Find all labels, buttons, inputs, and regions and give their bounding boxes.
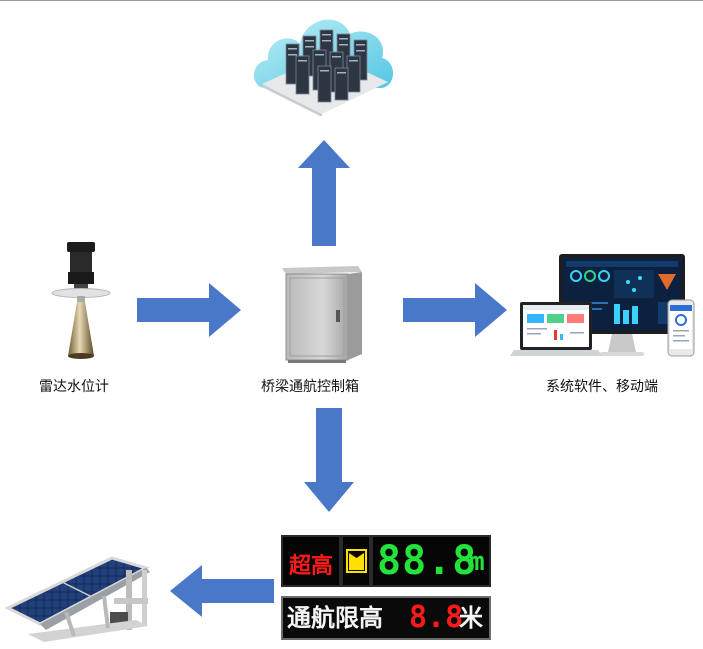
- navigation-limit-value: 8.8: [409, 600, 464, 635]
- top-border-line: [0, 0, 703, 1]
- height-readout-value: 88.8: [377, 538, 478, 584]
- height-readout-panel: 88.8 m: [371, 535, 491, 587]
- radar-gauge-label: 雷达水位计: [39, 378, 109, 394]
- arrow-right-to-software: [403, 283, 507, 337]
- arrow-left-to-solar-panel: [170, 565, 274, 617]
- arrow-down-to-display-sign: [304, 408, 354, 512]
- navigation-limit-label: 通航限高: [287, 604, 383, 632]
- height-readout-unit: m: [469, 547, 486, 577]
- arrow-up-to-cloud: [298, 140, 350, 246]
- over-height-warning-text: 超高: [288, 554, 333, 579]
- cloud-server-icon: [248, 4, 398, 116]
- water-level-indicator-panel: [341, 535, 371, 587]
- system-software-label: 系统软件、移动端: [546, 378, 658, 394]
- solar-panel-image: [4, 552, 164, 644]
- navigation-limit-unit: 米: [459, 604, 483, 632]
- control-box-cabinet-image: [280, 264, 364, 364]
- water-level-icon: [346, 549, 367, 573]
- control-box-label: 桥梁通航控制箱: [261, 378, 359, 394]
- over-height-warning-panel: 超高: [281, 535, 341, 587]
- sign-top-row: 超高 88.8 m: [281, 535, 491, 587]
- system-devices-image: [510, 252, 696, 362]
- sign-bottom-row: 通航限高 8.8 米: [281, 596, 491, 640]
- arrow-right-to-control-box: [137, 283, 241, 337]
- radar-level-gauge-image: [50, 240, 112, 362]
